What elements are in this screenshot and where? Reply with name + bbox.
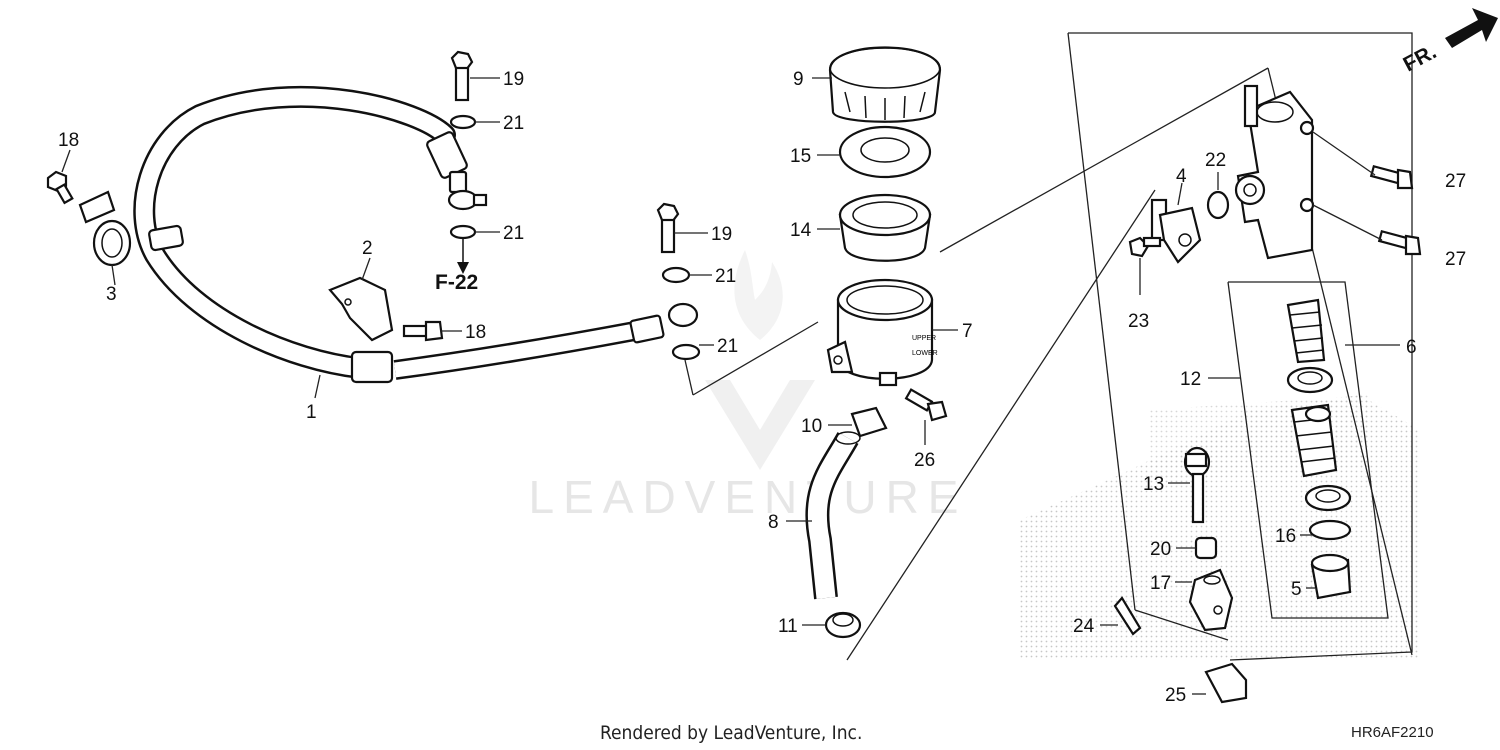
cup-12 xyxy=(1286,366,1334,394)
callout-26: 26 xyxy=(914,450,935,471)
clip-10 xyxy=(850,406,888,438)
banjo-fitting-upper xyxy=(447,189,488,211)
callout-27-lower: 27 xyxy=(1445,249,1466,270)
clip-11 xyxy=(824,611,862,639)
spring-12 xyxy=(1286,298,1326,364)
footer-credit: Rendered by LeadVenture, Inc. xyxy=(600,722,862,744)
callout-19-upper: 19 xyxy=(503,69,524,90)
callout-20: 20 xyxy=(1150,539,1171,560)
callout-19-lower: 19 xyxy=(711,224,732,245)
push-rod-13 xyxy=(1183,446,1211,524)
bolt-27-upper xyxy=(1369,164,1414,190)
master-cylinder-body xyxy=(1234,84,1315,260)
group-outlines xyxy=(684,32,1413,661)
diagram-code: HR6AF2210 xyxy=(1351,724,1434,741)
callout-16: 16 xyxy=(1275,526,1296,547)
bolt-27-lower xyxy=(1377,229,1422,256)
callout-23: 23 xyxy=(1128,311,1149,332)
callout-24: 24 xyxy=(1073,616,1095,637)
clevis-17 xyxy=(1188,568,1234,632)
seal-12 xyxy=(1304,484,1352,512)
callout-5: 5 xyxy=(1291,579,1302,600)
diaphragm-plate-15 xyxy=(838,125,932,179)
reservoir-7: UPPER LOWER xyxy=(826,278,938,387)
callout-21-a: 21 xyxy=(503,113,524,134)
bolt-18-bracket xyxy=(402,320,444,342)
washer-21-c xyxy=(661,266,691,284)
banjo-fitting-lower xyxy=(667,302,699,328)
watermark-logo xyxy=(705,250,815,470)
hose-joint-4 xyxy=(1150,198,1202,264)
callout-15: 15 xyxy=(790,146,811,167)
callout-3: 3 xyxy=(106,284,117,305)
callout-18-left: 18 xyxy=(58,130,79,151)
callout-27-upper: 27 xyxy=(1445,171,1466,192)
leader-lines xyxy=(61,77,1400,695)
callout-6: 6 xyxy=(1406,337,1417,358)
diaphragm-14 xyxy=(838,193,932,262)
callout-12: 12 xyxy=(1180,369,1201,390)
piston-12 xyxy=(1290,403,1338,478)
washer-21-a xyxy=(449,114,477,130)
hose-bracket-2 xyxy=(328,276,394,342)
callout-10: 10 xyxy=(801,416,822,437)
lower-mark: LOWER xyxy=(912,350,938,357)
callout-22: 22 xyxy=(1205,150,1226,171)
callout-21-b: 21 xyxy=(503,223,524,244)
cotter-pin-24 xyxy=(1113,596,1142,636)
clevis-pin-25 xyxy=(1204,662,1248,704)
callout-11: 11 xyxy=(778,616,798,637)
bolt-18-left xyxy=(46,170,74,205)
callout-1: 1 xyxy=(306,402,317,423)
callout-18-right: 18 xyxy=(465,322,486,343)
o-ring-22 xyxy=(1206,190,1230,220)
callout-2: 2 xyxy=(362,238,373,259)
callout-25: 25 xyxy=(1165,685,1186,706)
boot-5 xyxy=(1310,553,1352,600)
reference-label: F-22 xyxy=(435,271,478,294)
callout-17: 17 xyxy=(1150,573,1171,594)
callout-9: 9 xyxy=(793,69,804,90)
front-direction-arrow: FR. xyxy=(1400,8,1498,76)
watermark-text: LEADVENTURE xyxy=(529,471,968,523)
screw-23 xyxy=(1128,236,1162,258)
circlip-16 xyxy=(1308,519,1352,541)
callout-4: 4 xyxy=(1176,166,1187,187)
hose-clamp-3 xyxy=(78,190,132,267)
reservoir-hose-8 xyxy=(805,431,861,600)
front-label: FR. xyxy=(1400,40,1441,76)
callout-numbers: 18 3 2 18 1 19 21 21 19 21 21 9 15 14 7 … xyxy=(58,69,1466,706)
bolt-19-upper xyxy=(450,50,474,102)
upper-mark: UPPER xyxy=(912,335,936,342)
callout-21-d: 21 xyxy=(717,336,738,357)
reservoir-cap-9 xyxy=(828,46,942,123)
washer-21-b xyxy=(449,224,477,240)
callout-7: 7 xyxy=(962,321,973,342)
bolt-26 xyxy=(904,388,948,422)
brake-hose-1 xyxy=(133,85,665,384)
callout-8: 8 xyxy=(768,512,779,533)
bolt-19-lower xyxy=(656,202,680,254)
callout-21-c: 21 xyxy=(715,266,736,287)
washer-21-d xyxy=(671,343,701,361)
callout-13: 13 xyxy=(1143,474,1164,495)
callout-14: 14 xyxy=(790,220,812,241)
nut-20 xyxy=(1194,536,1218,560)
